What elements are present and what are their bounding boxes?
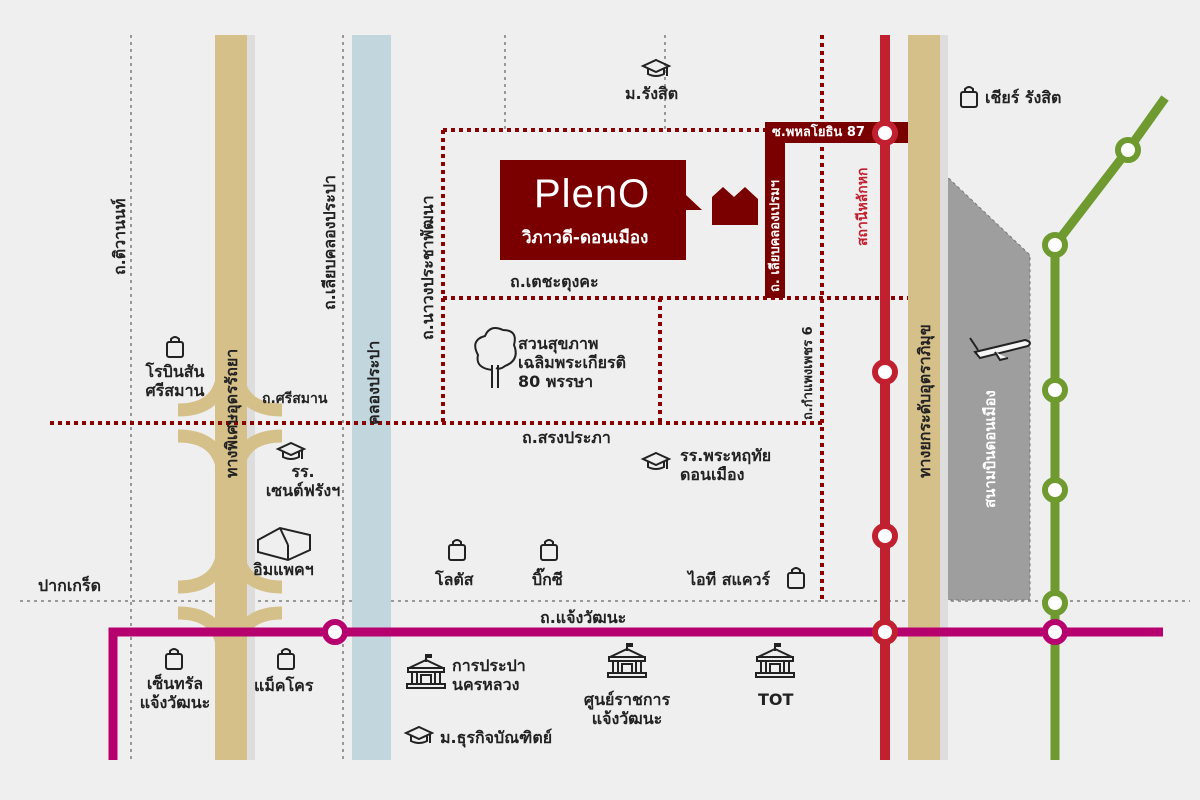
place-it-square: ไอที สแควร์ bbox=[688, 570, 771, 589]
government-building-icon bbox=[755, 642, 795, 678]
green-line bbox=[1050, 95, 1169, 760]
place-st-francis-line2: เซนต์ฟรังฯ bbox=[265, 481, 341, 500]
place-school-line1: รร.พระหฤทัย bbox=[680, 446, 772, 465]
place-park-line2: เฉลิมพระเกียรติ bbox=[518, 353, 626, 372]
government-building-icon bbox=[607, 642, 647, 678]
graduation-cap-icon bbox=[405, 726, 433, 744]
project-logo: PlenO bbox=[534, 172, 651, 216]
road-label-phahon87: ซ.พหลโยธิน 87 bbox=[772, 125, 865, 140]
place-govt-center: ศูนย์ราชการแจ้งวัฒนะ bbox=[572, 690, 682, 728]
tollway-label: ทางยกระดับอุตราภิมุข bbox=[915, 324, 934, 478]
place-rangsit-university: ม.รังสิต bbox=[625, 84, 679, 103]
place-school-line2: ดอนเมือง bbox=[680, 465, 745, 484]
shopping-bag-icon bbox=[787, 567, 805, 589]
place-impact: อิมแพคฯ bbox=[253, 560, 314, 579]
place-mwa-line1: การประปา bbox=[452, 656, 526, 675]
mall-icon bbox=[257, 526, 311, 562]
road-label-chaengwattana: ถ.แจ้งวัฒนะ bbox=[540, 608, 627, 627]
shopping-bag-icon bbox=[165, 648, 183, 670]
airport-area bbox=[939, 168, 1031, 601]
airport-label: สนามบินดอนเมือง bbox=[981, 390, 999, 508]
shopping-bag-icon bbox=[166, 336, 184, 358]
stations bbox=[322, 120, 1141, 645]
shopping-bag-icon bbox=[448, 539, 466, 561]
place-govt-line1: ศูนย์ราชการ bbox=[583, 690, 671, 709]
place-st-francis-line1: รร. bbox=[291, 462, 315, 481]
road-label-tiwanon: ถ.ติวานนท์ bbox=[110, 198, 129, 275]
shopping-bag-icon bbox=[960, 86, 978, 108]
road-label-sialkhlong: ถ.เลียบคลองประปา bbox=[320, 175, 339, 310]
place-park-line3: 80 พรรษา bbox=[518, 372, 594, 391]
place-central: เซ็นทรัลแจ้งวัฒนะ bbox=[128, 674, 222, 712]
place-school: รร.พระหฤทัยดอนเมือง bbox=[680, 446, 771, 484]
road-label-techatungkha: ถ.เตชะตุงคะ bbox=[510, 272, 599, 291]
tollway bbox=[908, 35, 940, 760]
road-label-khlongprem: ถ. เลียบคลองเปรมฯ bbox=[768, 180, 783, 292]
place-st-francis: รร.เซนต์ฟรังฯ bbox=[258, 462, 348, 500]
place-govt-line2: แจ้งวัฒนะ bbox=[591, 709, 663, 728]
station-label-laksi: สถานีหลักหก bbox=[855, 167, 871, 246]
place-central-line1: เซ็นทรัล bbox=[146, 674, 204, 693]
shopping-bag-icon bbox=[540, 539, 558, 561]
place-tot: TOT bbox=[758, 690, 794, 709]
place-park: สวนสุขภาพเฉลิมพระเกียรติ80 พรรษา bbox=[518, 334, 626, 391]
place-mwa: การประปานครหลวง bbox=[452, 656, 526, 694]
pink-line bbox=[108, 627, 1163, 760]
road-label-kamphaengphet6: ถ.กำแพงเพชร 6 bbox=[801, 326, 816, 420]
road-label-songprapa: ถ.สรงประภา bbox=[522, 428, 611, 447]
shopping-bag-icon bbox=[277, 648, 295, 670]
place-robinson-line1: โรบินสัน bbox=[145, 362, 205, 381]
interchanges bbox=[177, 378, 283, 645]
place-park-line1: สวนสุขภาพ bbox=[518, 334, 599, 353]
phahon87-road bbox=[765, 122, 908, 143]
tree-icon bbox=[474, 327, 517, 388]
project-callout[interactable]: PlenO วิภาวดี-ดอนเมือง bbox=[500, 160, 686, 260]
local-roads bbox=[50, 35, 908, 600]
house-icon bbox=[712, 187, 758, 225]
place-robinson: โรบินสันศรีสมาน bbox=[130, 362, 220, 400]
place-future-rangsit: เชียร์ รังสิต bbox=[985, 88, 1062, 107]
road-label-srisaman: ถ.ศรีสมาน bbox=[262, 391, 328, 407]
khlongprem-road bbox=[765, 122, 785, 298]
graduation-cap-icon bbox=[642, 452, 670, 470]
callout-pointer bbox=[686, 195, 702, 210]
area-label-pakkret: ปากเกร็ด bbox=[38, 576, 101, 595]
place-lotus: โลตัส bbox=[435, 570, 474, 589]
place-dpu: ม.ธุรกิจบัณฑิตย์ bbox=[440, 728, 553, 747]
place-robinson-line2: ศรีสมาน bbox=[145, 381, 205, 400]
graduation-cap-icon bbox=[277, 442, 305, 460]
government-building-icon bbox=[406, 653, 446, 689]
place-mwa-line2: นครหลวง bbox=[452, 675, 520, 694]
place-central-line2: แจ้งวัฒนะ bbox=[139, 693, 211, 712]
road-label-nangprachaphatthana: ถ.นาวงประชาพัฒนา bbox=[418, 195, 437, 340]
graduation-cap-icon bbox=[642, 59, 670, 77]
place-makro: แม็คโคร bbox=[254, 676, 314, 695]
canal bbox=[352, 35, 391, 760]
canal-label: คลองประปา bbox=[364, 340, 383, 425]
project-subtitle: วิภาวดี-ดอนเมือง bbox=[522, 228, 649, 248]
expressway-label: ทางพิเศษอุดรรัถยา bbox=[222, 348, 241, 478]
place-bigc: บิ๊กซี bbox=[532, 570, 563, 589]
airplane-icon bbox=[969, 337, 1031, 362]
